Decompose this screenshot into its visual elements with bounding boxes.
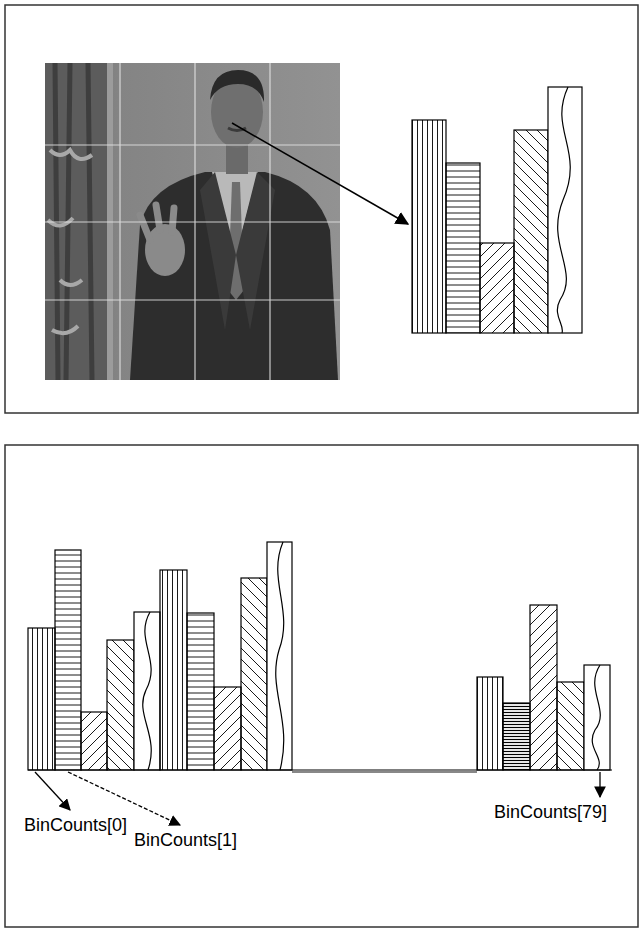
horizontal-edge-bar — [503, 703, 530, 770]
leader-arrow — [35, 772, 70, 810]
vertical-edge-bar — [160, 570, 187, 770]
top-panel — [5, 5, 638, 413]
non-directional-bar — [134, 612, 160, 770]
global-histogram — [28, 542, 610, 770]
diagonal-135-bar — [241, 578, 267, 770]
bottom-panel — [5, 445, 638, 927]
diagonal-45-bar — [480, 243, 514, 333]
wavy-mark — [143, 612, 151, 770]
diagonal-135-bar — [557, 682, 584, 770]
pointer-arrow — [232, 123, 408, 224]
horizontal-edge-bar — [446, 163, 480, 333]
hair — [210, 70, 264, 102]
wavy-mark — [557, 87, 570, 333]
vertical-edge-bar — [28, 628, 55, 770]
hand — [145, 224, 185, 276]
lapels — [200, 172, 275, 330]
non-directional-bar — [584, 665, 610, 770]
suit — [130, 172, 338, 380]
grid-lines — [45, 63, 340, 380]
vertical-edge-bar — [477, 677, 503, 770]
bin-label: BinCounts[79] — [494, 801, 607, 823]
diagonal-45-bar — [81, 712, 107, 770]
bin-label: BinCounts[0] — [24, 814, 127, 836]
diagonal-45-bar — [530, 605, 557, 770]
non-directional-bar — [548, 87, 582, 333]
curtain-ornament — [48, 150, 92, 333]
leader-arrow — [599, 772, 600, 797]
non-directional-bar — [267, 542, 292, 770]
horizontal-edge-bar — [187, 613, 214, 770]
photo — [45, 63, 340, 380]
diagonal-45-bar — [214, 687, 241, 770]
bin-label: BinCounts[1] — [134, 829, 237, 851]
diagonal-135-bar — [107, 640, 134, 770]
vertical-edge-bar — [412, 120, 446, 333]
baseline — [28, 769, 612, 770]
photo-background — [45, 63, 340, 380]
wavy-mark — [276, 542, 284, 770]
gap-line — [292, 771, 477, 773]
local-histogram — [412, 87, 582, 333]
wavy-mark — [592, 665, 600, 770]
diagonal-135-bar — [514, 130, 548, 333]
horizontal-edge-bar — [55, 550, 81, 770]
